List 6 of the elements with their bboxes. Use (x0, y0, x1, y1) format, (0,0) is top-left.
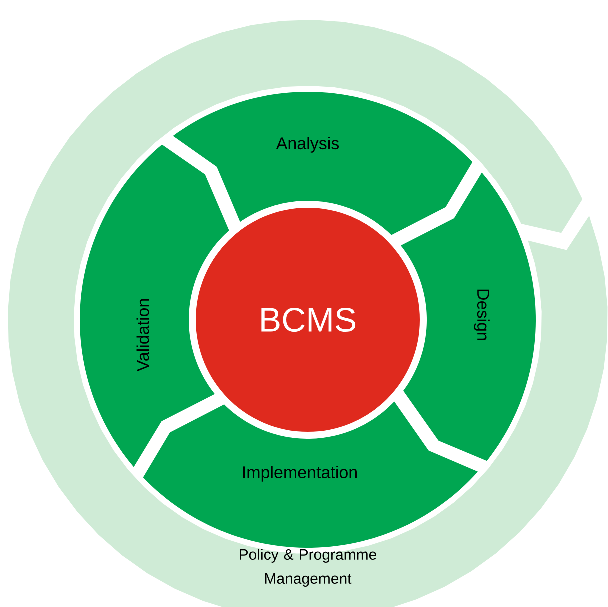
ring-segment: Design (400, 172, 536, 462)
node-label: Validation (136, 299, 150, 372)
ring-segment: Implementation (143, 402, 478, 548)
node-label: Analysis (276, 137, 340, 153)
ring-segment: Validation (80, 144, 230, 468)
ring-segment: Analysis (173, 92, 473, 236)
